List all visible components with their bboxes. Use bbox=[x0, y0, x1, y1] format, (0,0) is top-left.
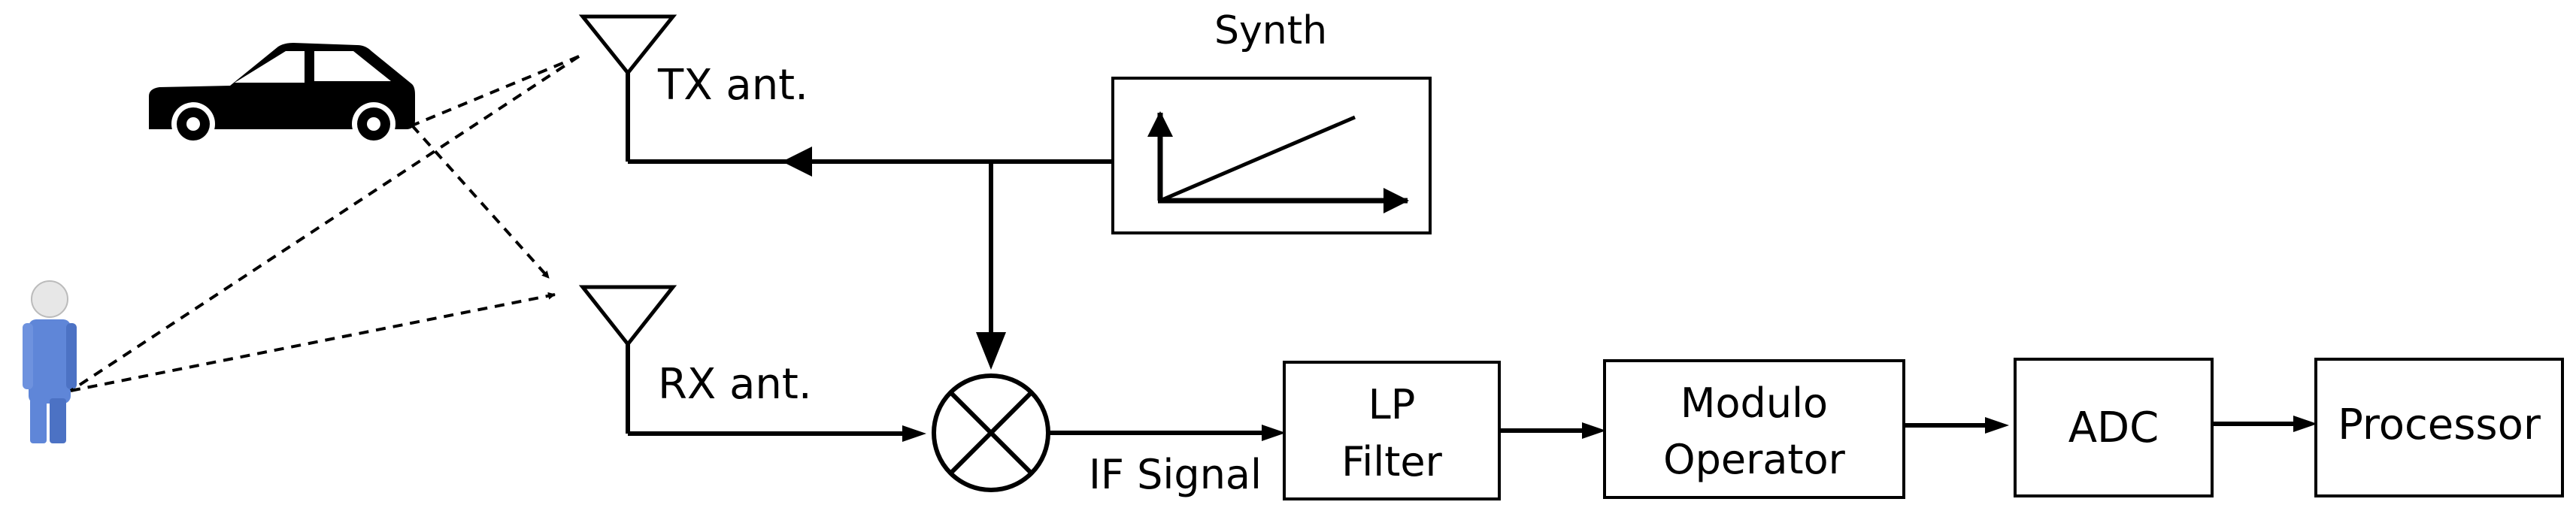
chirp-ramp-icon bbox=[1147, 111, 1409, 213]
tx-antenna-icon bbox=[578, 14, 677, 162]
rx-antenna-icon bbox=[578, 285, 677, 434]
rx-to-mixer-wire bbox=[628, 425, 926, 442]
mixer-icon bbox=[932, 373, 1050, 492]
car-icon bbox=[149, 43, 415, 146]
modulo-operator-label-line2: Operator bbox=[1663, 436, 1846, 483]
processor-box bbox=[2314, 358, 2564, 497]
adc-to-processor-wire bbox=[2212, 416, 2317, 432]
modulo-to-adc-wire bbox=[1904, 417, 2009, 434]
synth-tx-wire bbox=[628, 147, 1113, 177]
if-signal-label: IF Signal bbox=[1089, 451, 1262, 498]
lp-filter-label-line2: Filter bbox=[1341, 438, 1443, 485]
lp-filter-box bbox=[1283, 361, 1501, 500]
rx-antenna-label: RX ant. bbox=[658, 360, 812, 409]
synth-label: Synth bbox=[1214, 8, 1327, 53]
mixer-to-filter-wire bbox=[1048, 425, 1286, 441]
synth-box bbox=[1111, 77, 1432, 234]
adc-box bbox=[2014, 358, 2214, 497]
adc-label: ADC bbox=[2068, 404, 2159, 452]
processor-label: Processor bbox=[2338, 401, 2541, 449]
synth-to-mixer-wire bbox=[976, 162, 1006, 370]
signal-paths bbox=[69, 55, 580, 392]
filter-to-modulo-wire bbox=[1499, 422, 1606, 439]
person-icon bbox=[23, 280, 77, 443]
lp-filter-label-line1: LP bbox=[1368, 381, 1416, 428]
modulo-operator-label-line1: Modulo bbox=[1680, 379, 1828, 427]
modulo-operator-box bbox=[1603, 359, 1905, 499]
tx-antenna-label: TX ant. bbox=[657, 61, 808, 110]
